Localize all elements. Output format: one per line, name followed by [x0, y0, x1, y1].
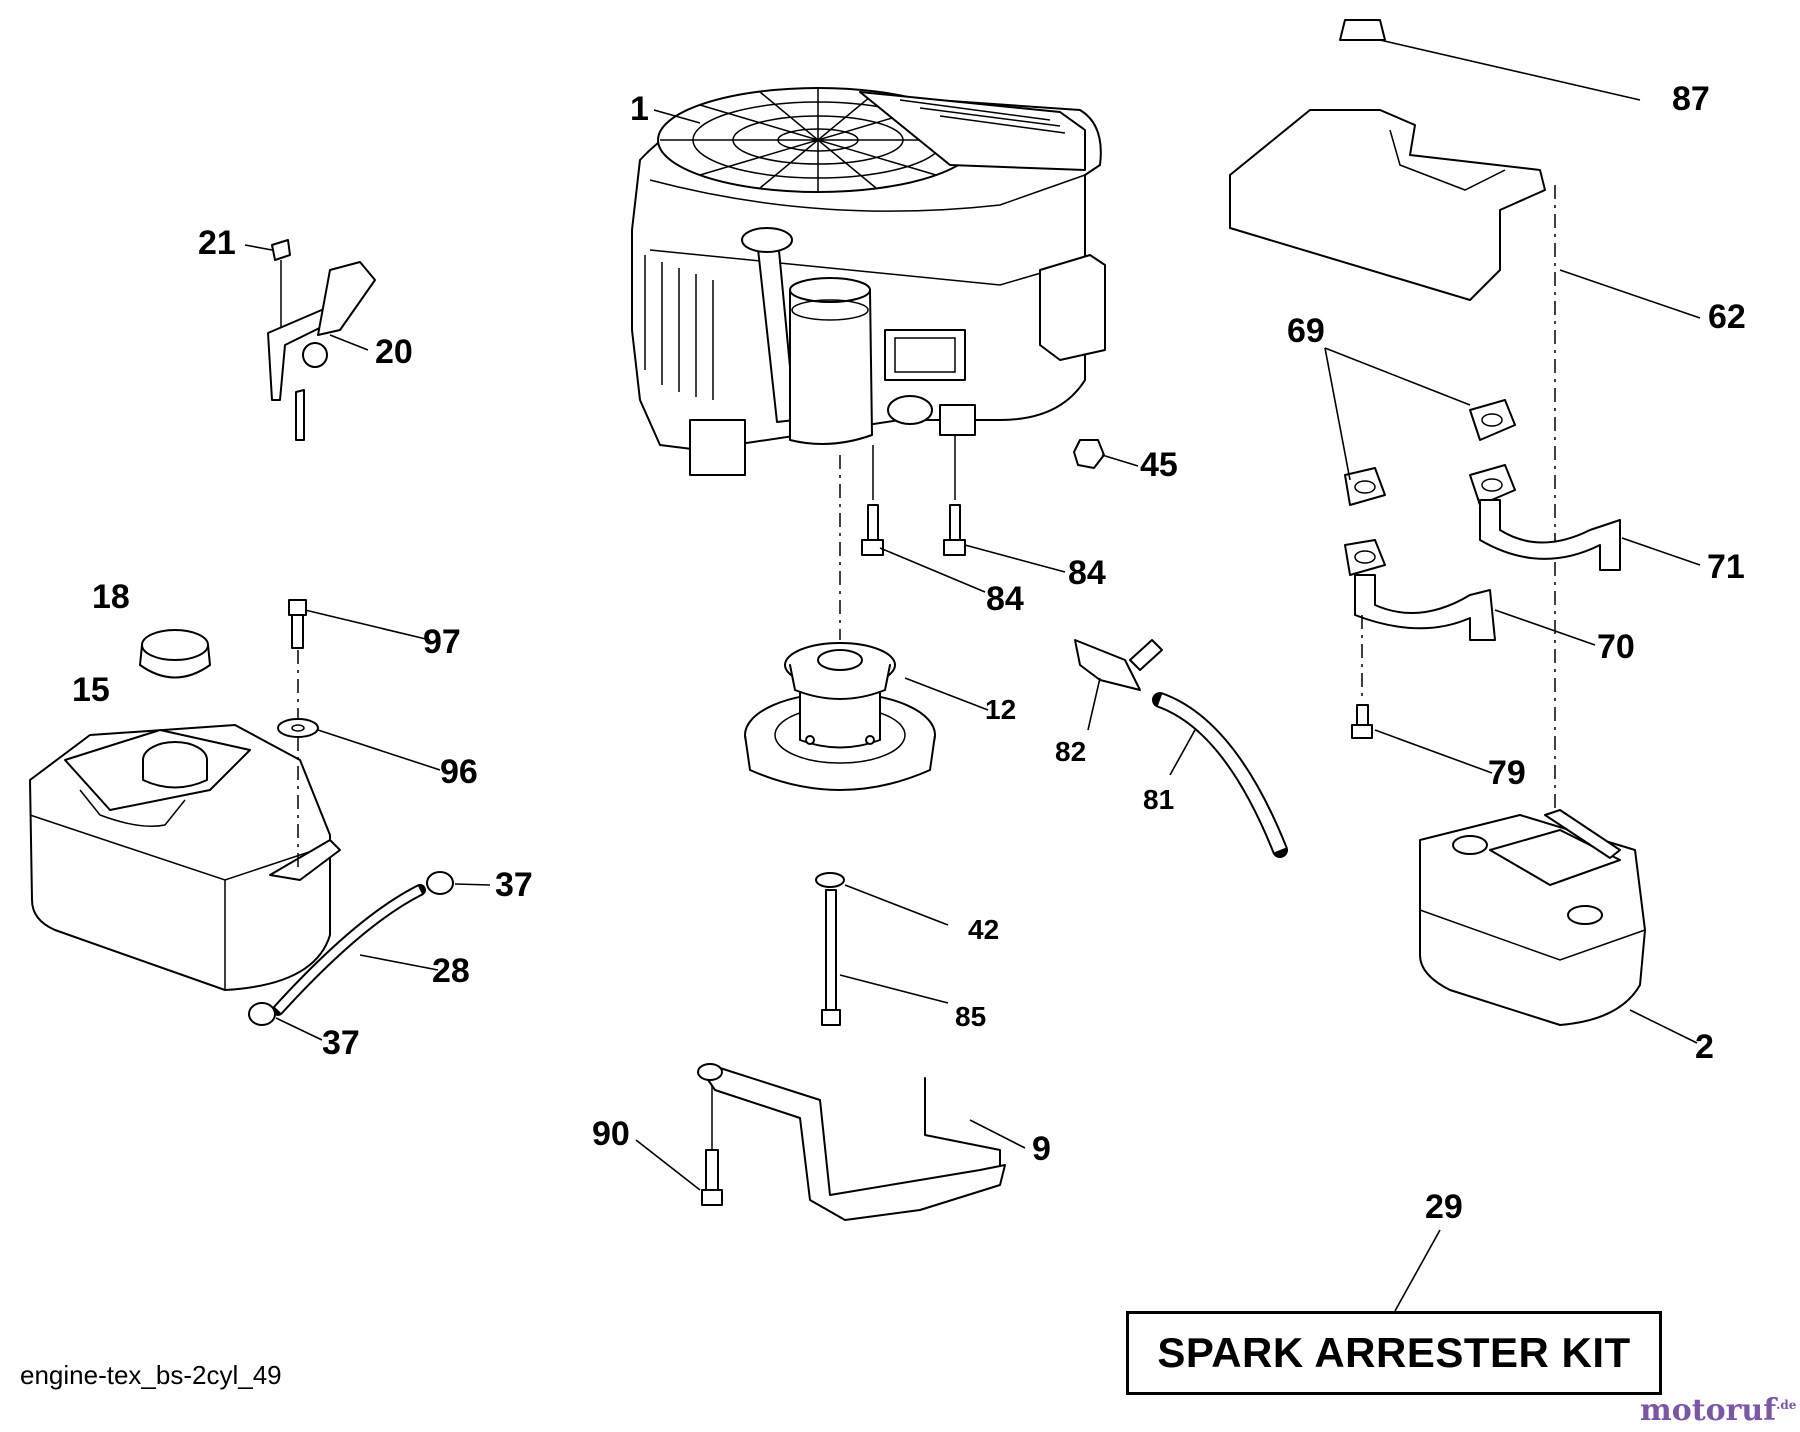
spark-arrester-kit-label: SPARK ARRESTER KIT: [1157, 1329, 1631, 1376]
callout-62: 62: [1708, 298, 1746, 336]
fuel-filter-illustration: [1074, 639, 1288, 858]
callout-21: 21: [198, 224, 236, 262]
callout-97: 97: [423, 623, 461, 661]
callout-85: 85: [955, 1001, 987, 1032]
callout-84-right: 84: [1068, 554, 1106, 592]
callout-84-left: 84: [986, 580, 1024, 618]
watermark-text: motoruf: [1640, 1393, 1777, 1428]
callout-70: 70: [1597, 628, 1635, 666]
callout-87: 87: [1672, 80, 1710, 118]
spark-arrester-kit-box: SPARK ARRESTER KIT: [1126, 1311, 1662, 1395]
callout-37-bottom: 37: [322, 1024, 360, 1062]
muffler-illustration: [1419, 809, 1646, 1026]
fuel-hose-illustration: [248, 871, 454, 1026]
callout-69: 69: [1287, 312, 1325, 350]
callout-1: 1: [630, 90, 649, 128]
callout-15: 15: [72, 671, 110, 709]
callout-45: 45: [1140, 446, 1178, 484]
callout-12: 12: [985, 694, 1017, 725]
fasteners-illustration: [815, 435, 1105, 1026]
bracket-illustration: [697, 1063, 1006, 1221]
engine-illustration: [631, 87, 1106, 476]
callout-90: 90: [592, 1115, 630, 1153]
callout-2: 2: [1695, 1028, 1714, 1066]
callout-37-top: 37: [495, 866, 533, 904]
fuel-tank-illustration: [29, 629, 341, 991]
pulley-illustration: [744, 642, 936, 791]
exhaust-pipes-illustration: [1344, 399, 1621, 739]
callout-79: 79: [1488, 754, 1526, 792]
diagram-code: engine-tex_bs-2cyl_49: [20, 1360, 282, 1390]
callout-leaders: [244, 39, 1701, 1312]
callout-81: 81: [1143, 784, 1175, 815]
bolt-washer-illustration: [277, 599, 319, 870]
callout-18: 18: [92, 578, 130, 616]
watermark-suffix: .de: [1776, 1398, 1797, 1412]
callout-71: 71: [1707, 548, 1745, 586]
watermark-logo: motoruf.de: [1640, 1393, 1796, 1428]
callout-20: 20: [375, 333, 413, 371]
callout-82: 82: [1055, 736, 1087, 767]
throttle-control-illustration: [267, 239, 376, 441]
callout-96: 96: [440, 753, 478, 791]
callout-9: 9: [1032, 1130, 1051, 1168]
callout-29: 29: [1425, 1188, 1463, 1226]
heat-deflector-illustration: [1229, 19, 1556, 810]
callout-42: 42: [968, 914, 1000, 945]
callout-28: 28: [432, 952, 470, 990]
